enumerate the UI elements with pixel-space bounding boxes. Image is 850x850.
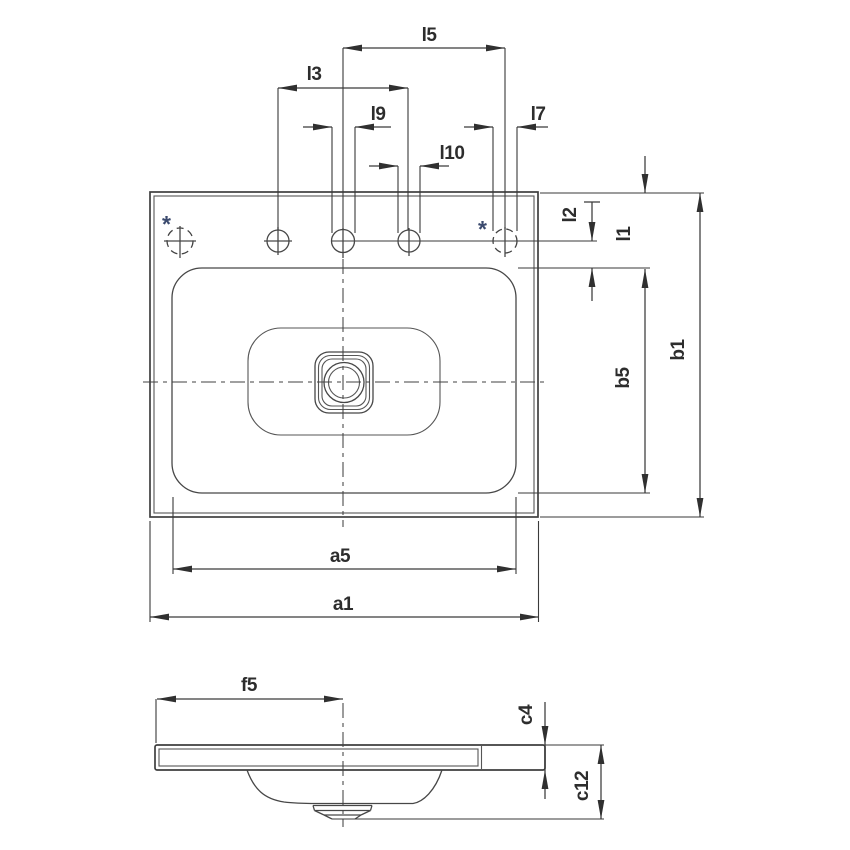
dim-l3-arrow-1 [389,84,408,92]
dim-l5-arrow-0 [343,44,362,52]
dim-l2-arrow-1 [588,268,596,287]
dim-f5-arrow-0 [157,695,176,703]
asterisk-hole5-icon: * [478,216,487,242]
tap-hole-3-center [330,228,356,258]
extension-lines [332,192,704,820]
bowl-top-outline [171,267,517,494]
dim-c12-arrow-1 [597,800,605,819]
dim-label-c12: c12 [572,771,593,801]
dim-b1-arrow-0 [696,193,704,212]
tap-hole-1-optional [164,226,196,258]
dim-b5-arrow-0 [641,269,649,288]
side-view [154,703,546,827]
dim-a5-arrow-1 [497,565,516,573]
top-view: * * [143,191,597,527]
dim-c4-arrow-0 [541,726,549,745]
basin-outer-rect [149,191,539,518]
dim-a1-arrow-1 [520,613,539,621]
dim-l9-arrow-1 [355,123,374,131]
dim-label-f5: f5 [241,675,258,696]
dim-label-l2: l2 [560,208,581,223]
dim-l3-arrow-0 [278,84,297,92]
dim-label-l10: l10 [440,143,465,164]
dim-label-b5: b5 [613,366,634,388]
dim-l1-arrow-0 [641,174,649,193]
dim-label-l7: l7 [531,104,546,125]
bowl-profile [246,769,443,805]
dim-c12-arrow-0 [597,745,605,764]
dimension-annotations: l5 l3 l9 l10 l7 l2 l1 b5 b1 a5 a1 f5 c4 c12 [149,25,704,819]
dim-l7-arrow-0 [474,123,493,131]
dim-f5-arrow-1 [324,695,343,703]
dim-label-c4: c4 [516,704,537,725]
tap-hole-5-optional [492,227,518,257]
dim-label-l1: l1 [614,226,635,242]
dim-label-b1: b1 [668,338,689,360]
dim-l10-arrow-1 [420,162,439,170]
dim-a5-arrow-0 [173,565,192,573]
dim-b1-arrow-1 [696,498,704,517]
dim-label-a1: a1 [333,594,354,615]
dim-label-l3: l3 [307,64,322,85]
dim-label-l9: l9 [371,104,386,125]
dim-label-a5: a5 [330,546,351,567]
basin-outer-rect-inner-line [153,195,535,514]
dim-l10-arrow-0 [379,162,398,170]
dim-l2-arrow-0 [588,222,596,241]
dim-label-l5: l5 [422,25,438,46]
dim-b5-arrow-1 [641,474,649,493]
drain-square-outer [314,351,374,414]
dim-a1-arrow-0 [150,613,169,621]
dim-c4-arrow-1 [541,770,549,789]
dim-l9-arrow-0 [313,123,332,131]
tap-hole-4 [397,228,421,256]
dim-l7-arrow-1 [517,123,536,131]
asterisk-hole1-icon: * [162,211,171,237]
tap-hole-2 [264,227,292,255]
slab-inner-line [158,748,479,767]
dim-l5-arrow-1 [486,44,505,52]
